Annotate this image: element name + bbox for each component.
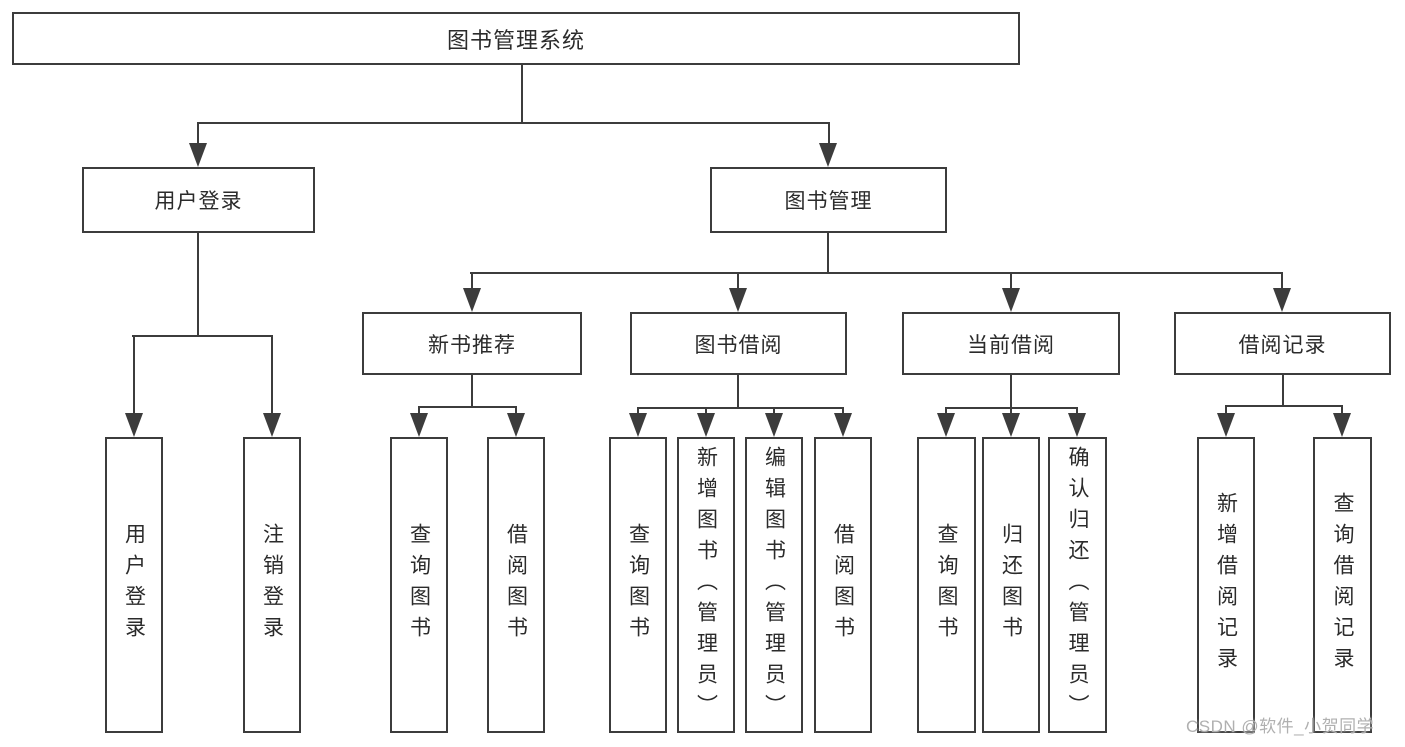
connector-segment xyxy=(637,407,843,409)
arrow-down-icon xyxy=(1002,413,1020,437)
arrow-down-icon xyxy=(507,413,525,437)
leaf-user-login: 用户登录 xyxy=(105,437,163,733)
connector-segment xyxy=(945,407,947,415)
arrow-down-icon xyxy=(834,413,852,437)
arrow-down-icon xyxy=(263,413,281,437)
connector-segment xyxy=(1010,407,1012,415)
arrow-down-icon xyxy=(1217,413,1235,437)
csdn-watermark: CSDN @软件_小贺同学 xyxy=(1186,717,1375,736)
arrow-down-icon xyxy=(1068,413,1086,437)
connector-segment xyxy=(418,406,420,415)
arrow-down-icon xyxy=(1333,413,1351,437)
connector-segment xyxy=(827,233,829,272)
connector-segment xyxy=(637,407,639,415)
connector-segment xyxy=(773,407,775,415)
connector-segment xyxy=(842,407,844,415)
arrow-down-icon xyxy=(1002,288,1020,312)
leaf-borrow-books: 借阅图书 xyxy=(814,437,872,733)
leaf-borrow-books: 借阅图书 xyxy=(487,437,545,733)
connector-segment xyxy=(471,375,473,406)
arrow-down-icon xyxy=(189,143,207,167)
leaf-return-books: 归还图书 xyxy=(982,437,1040,733)
arrow-down-icon xyxy=(629,413,647,437)
connector-segment xyxy=(1225,405,1342,407)
leaf-logout: 注销登录 xyxy=(243,437,301,733)
connector-segment xyxy=(737,272,739,291)
node-borrowing-records: 借阅记录 xyxy=(1174,312,1391,375)
connector-segment xyxy=(470,272,1283,274)
leaf-query-borrow-record: 查询借阅记录 xyxy=(1313,437,1372,733)
leaf-add-books-admin: 新增图书（管理员） xyxy=(677,437,735,733)
leaf-query-books: 查询图书 xyxy=(609,437,667,733)
connector-segment xyxy=(471,272,473,291)
connector-segment xyxy=(132,335,273,337)
arrow-down-icon xyxy=(819,143,837,167)
arrow-down-icon xyxy=(410,413,428,437)
node-book-management-system: 图书管理系统 xyxy=(12,12,1020,65)
leaf-edit-books-admin: 编辑图书（管理员） xyxy=(745,437,803,733)
node-book-borrowing: 图书借阅 xyxy=(630,312,847,375)
connector-segment xyxy=(133,335,135,415)
arrow-down-icon xyxy=(765,413,783,437)
arrow-down-icon xyxy=(697,413,715,437)
node-book-management: 图书管理 xyxy=(710,167,947,233)
arrow-down-icon xyxy=(125,413,143,437)
connector-segment xyxy=(1010,272,1012,291)
connector-segment xyxy=(197,122,830,124)
leaf-confirm-return-admin: 确认归还（管理员） xyxy=(1048,437,1107,733)
connector-segment xyxy=(197,122,199,146)
connector-segment xyxy=(1076,407,1078,415)
connector-segment xyxy=(271,335,273,415)
connector-segment xyxy=(1225,405,1227,415)
connector-segment xyxy=(737,375,739,407)
connector-segment xyxy=(521,65,523,122)
node-new-book-recommend: 新书推荐 xyxy=(362,312,582,375)
connector-segment xyxy=(1341,405,1343,415)
connector-segment xyxy=(418,406,517,408)
node-current-borrowing: 当前借阅 xyxy=(902,312,1120,375)
connector-segment xyxy=(705,407,707,415)
connector-segment xyxy=(515,406,517,415)
connector-segment xyxy=(1010,375,1012,407)
leaf-query-books: 查询图书 xyxy=(390,437,448,733)
arrow-down-icon xyxy=(729,288,747,312)
leaf-add-borrow-record: 新增借阅记录 xyxy=(1197,437,1255,733)
leaf-query-books: 查询图书 xyxy=(917,437,976,733)
connector-segment xyxy=(828,122,830,146)
node-user-login: 用户登录 xyxy=(82,167,315,233)
connector-segment xyxy=(1281,272,1283,291)
arrow-down-icon xyxy=(937,413,955,437)
arrow-down-icon xyxy=(463,288,481,312)
connector-segment xyxy=(197,233,199,335)
connector-segment xyxy=(1282,375,1284,405)
arrow-down-icon xyxy=(1273,288,1291,312)
